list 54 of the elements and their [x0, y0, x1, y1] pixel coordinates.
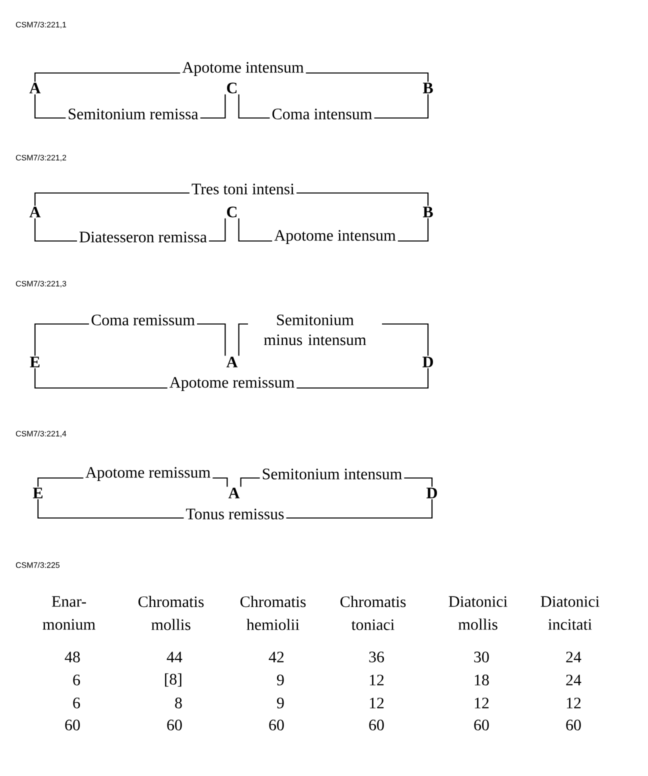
edge-label: Apotome remissum: [167, 375, 297, 393]
edge-label: Apotome remissum: [83, 465, 213, 483]
point-letter: A: [29, 206, 41, 218]
point-letter: A: [226, 356, 238, 368]
table-cell: 60: [474, 720, 489, 730]
point-letter: B: [422, 82, 433, 94]
table-cell: 24: [566, 674, 582, 686]
column-header: Diatonici mollis: [448, 596, 508, 630]
table-cell: 44: [166, 652, 182, 662]
column-header: Enar- monium: [42, 596, 96, 630]
point-letter: E: [32, 488, 42, 498]
table-cell: 12: [370, 698, 384, 708]
edge-label: Semitonium intensum: [260, 466, 404, 482]
edge-label: Tres toni intensi: [189, 182, 297, 196]
table-cell: 9: [277, 698, 284, 708]
column-header: Chromatis toniaci: [340, 596, 406, 630]
point-letter: C: [227, 206, 237, 218]
table-cell: 42: [268, 652, 284, 662]
table-cell: 60: [167, 720, 182, 730]
table-cell: [8]: [165, 673, 182, 687]
edge-label: Apotome intensum: [180, 60, 306, 78]
table-cell: 6: [73, 674, 80, 686]
edge-label: Apotome intensum: [272, 228, 398, 246]
table-cell: 18: [474, 674, 489, 686]
table-cell: 24: [566, 652, 582, 662]
table-cell: 12: [566, 698, 581, 708]
edge-label: Diatesseron remissa: [77, 230, 209, 244]
table-cell: 8: [175, 698, 182, 708]
edge-label: Coma remissum: [88, 312, 198, 328]
table-cell: 12: [474, 698, 489, 708]
table-cell: 12: [370, 674, 384, 686]
table-cell: 36: [369, 652, 384, 662]
point-letter: A: [29, 82, 41, 94]
edge-label: Semitonium minus intensum: [248, 312, 382, 348]
point-letter: A: [228, 488, 240, 498]
table-cell: 30: [474, 652, 489, 662]
table-cell: 60: [566, 720, 581, 730]
point-letter: D: [422, 356, 433, 368]
column-header: Chromatis hemiolii: [240, 596, 306, 630]
point-letter: E: [30, 356, 40, 368]
edge-label: Coma intensum: [270, 106, 374, 122]
table-cell: 48: [64, 652, 80, 662]
column-header: Diatonici incitati: [540, 596, 600, 630]
table-cell: 60: [369, 720, 384, 730]
edge-label: Semitonium remissa: [66, 106, 200, 122]
edge-label: Tonus remissus: [184, 506, 286, 522]
table-cell: 60: [269, 720, 284, 730]
table-cell: 6: [73, 698, 80, 708]
point-letter: D: [426, 488, 437, 498]
table-cell: 9: [277, 674, 284, 686]
table-cell: 60: [65, 720, 80, 730]
point-letter: C: [227, 82, 237, 94]
point-letter: B: [422, 206, 433, 218]
column-header: Chromatis mollis: [138, 596, 204, 630]
